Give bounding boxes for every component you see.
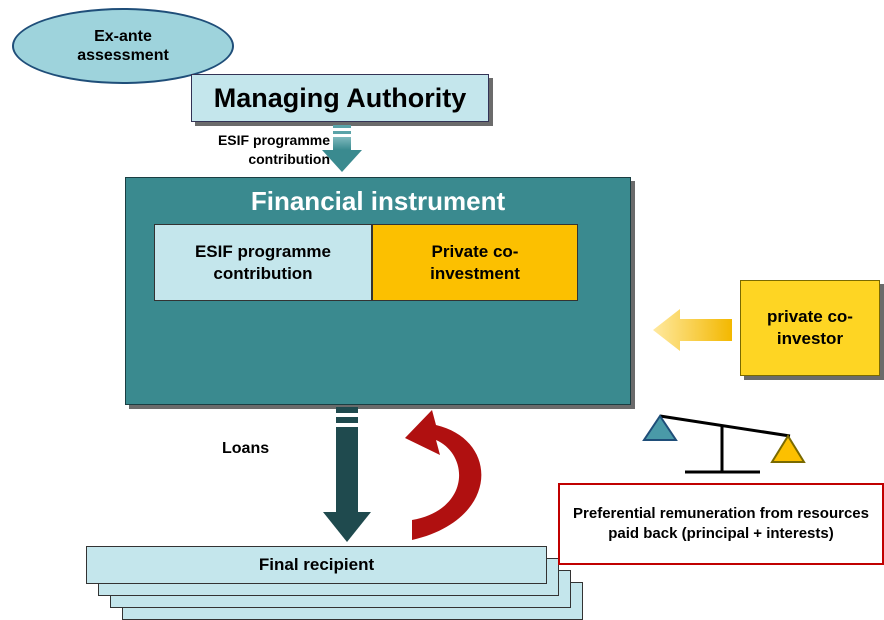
loans-label: Loans: [222, 440, 270, 457]
final-recipient-label: Final recipient: [258, 555, 375, 574]
ex-ante-assessment-ellipse: Ex-ante assessment: [12, 8, 234, 84]
balance-scale-icon: [642, 414, 806, 474]
esif-contribution-flow-label: ESIF programme contribution: [217, 132, 330, 167]
preferential-remuneration-label: Preferential remuneration from resources…: [573, 505, 869, 542]
repayment-return-arrow: [405, 410, 482, 540]
private-co-investor-label: private co-investor: [767, 307, 853, 348]
private-co-investor-box: private co-investor: [740, 280, 880, 376]
loans-arrow: [323, 407, 371, 542]
private-investment-arrow: [653, 309, 732, 351]
esif-contribution-box-label: ESIF programme contribution: [194, 241, 332, 283]
esif-contribution-arrow: [322, 125, 362, 172]
private-co-investment-box-label: Private co-investment: [430, 241, 520, 283]
financial-instrument-box: Financial instrument ESIF programme cont…: [125, 177, 631, 405]
preferential-remuneration-note: Preferential remuneration from resources…: [558, 483, 884, 565]
managing-authority-label: Managing Authority: [213, 82, 467, 113]
private-co-investment-box: Private co-investment: [372, 224, 578, 301]
ex-ante-assessment-label: Ex-ante assessment: [77, 28, 169, 64]
esif-contribution-box: ESIF programme contribution: [154, 224, 372, 301]
final-recipient-box: Final recipient: [86, 546, 547, 584]
financial-instrument-title: Financial instrument: [250, 186, 506, 216]
managing-authority-box: Managing Authority: [191, 74, 489, 122]
